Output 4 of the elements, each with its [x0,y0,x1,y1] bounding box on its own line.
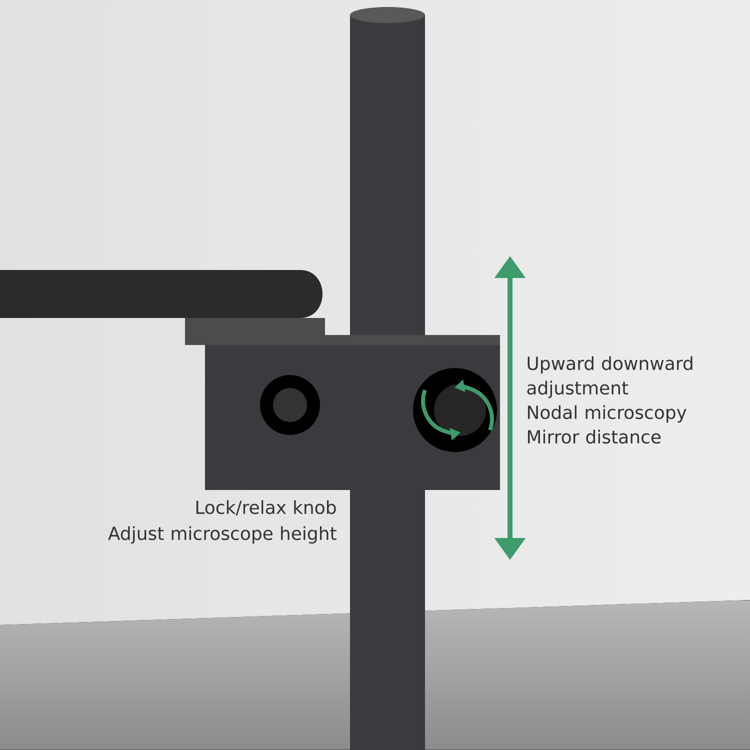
callout-text: Adjust microscope height [108,526,336,544]
callout-text: Nodal microscopy Mirror distance [528,405,686,444]
callout-text: Upward downward adjustment [527,356,692,398]
callout-text: Lock/relax knob [196,500,336,516]
